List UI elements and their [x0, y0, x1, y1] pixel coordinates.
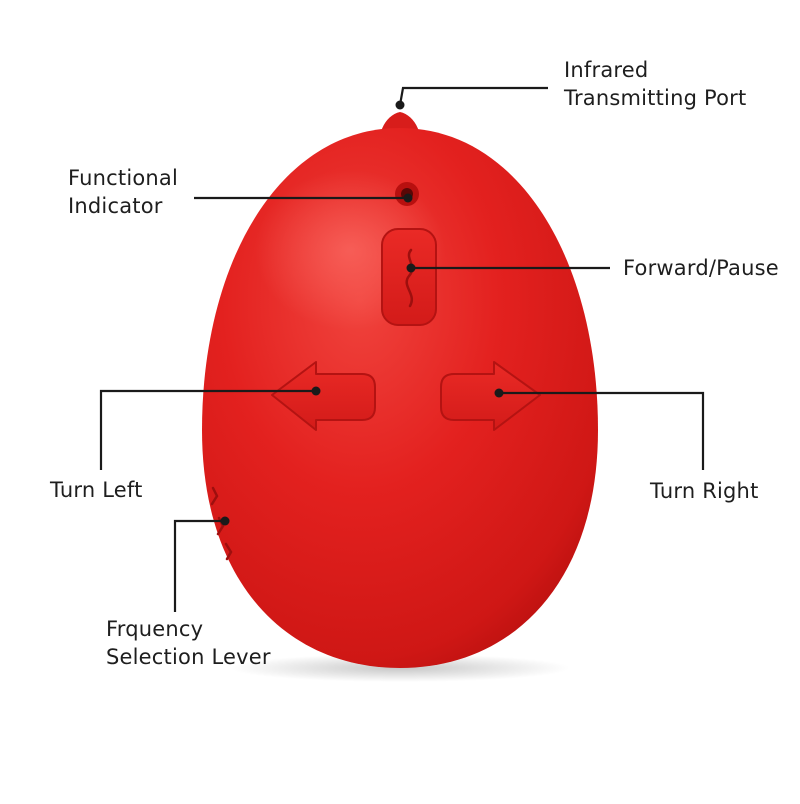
label-infrared-port: Infrared Transmitting Port [564, 56, 746, 112]
leader-line-lever [173, 519, 225, 612]
label-infrared-line1: Infrared [564, 58, 649, 82]
label-frequency-lever: Frquency Selection Lever [106, 615, 271, 671]
label-lever-line1: Frquency [106, 617, 204, 641]
label-functional-indicator: Functional Indicator [68, 164, 178, 220]
label-indicator-line2: Indicator [68, 194, 163, 218]
label-infrared-line2: Transmitting Port [564, 86, 747, 110]
leader-dot-indicator [403, 193, 413, 203]
leader-line-left [99, 389, 316, 470]
turn-left-button[interactable] [271, 361, 376, 431]
forward-pause-glyph [405, 248, 414, 308]
label-forward-text: Forward/Pause [623, 256, 779, 280]
label-forward-pause: Forward/Pause [623, 254, 779, 282]
leader-line-infrared [398, 86, 548, 106]
leader-dot-lever [220, 516, 230, 526]
leader-dot-left [311, 386, 321, 396]
leader-line-right [499, 391, 705, 470]
label-turn-left: Turn Left [50, 476, 143, 504]
label-left-text: Turn Left [50, 478, 143, 502]
leader-dot-infrared [395, 100, 405, 110]
label-indicator-line1: Functional [68, 166, 179, 190]
label-turn-right: Turn Right [650, 477, 759, 505]
label-lever-line2: Selection Lever [106, 645, 271, 669]
leader-dot-right [494, 388, 504, 398]
label-right-text: Turn Right [650, 479, 759, 503]
leader-dot-forward [406, 263, 416, 273]
turn-right-button[interactable] [440, 361, 541, 431]
